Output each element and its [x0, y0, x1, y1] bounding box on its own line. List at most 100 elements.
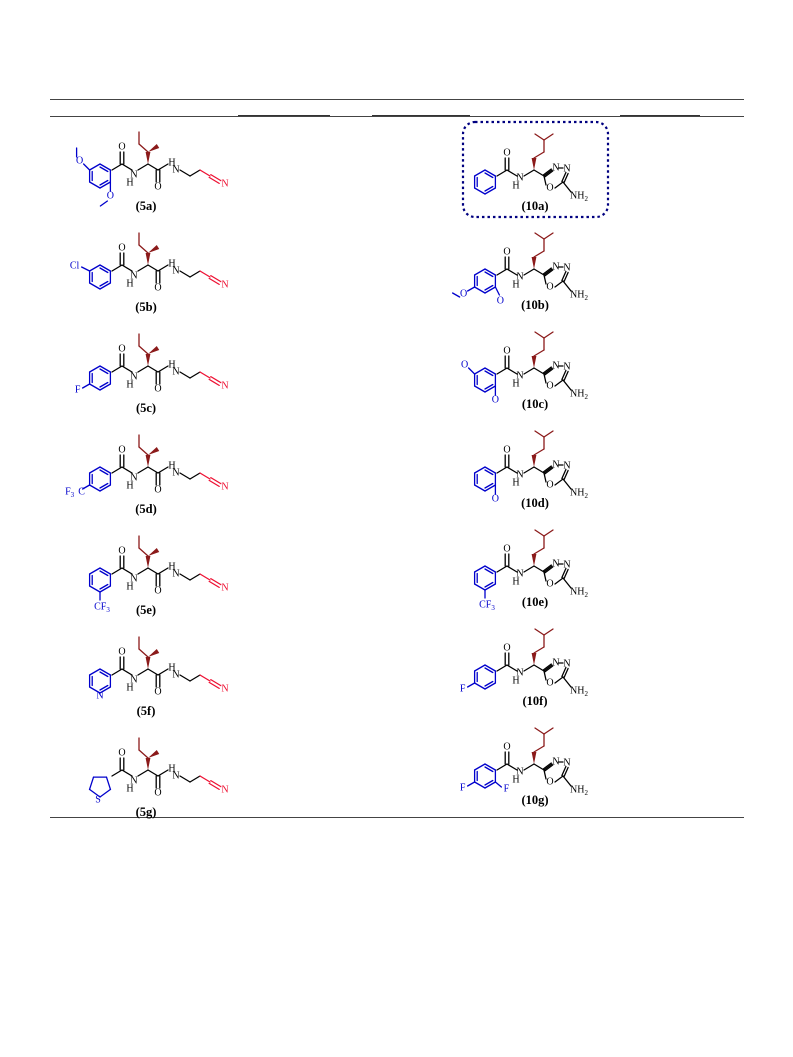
carbonyl-oxygen: O — [503, 147, 510, 158]
amide-hydrogen: H — [512, 675, 519, 686]
oxadiazole-oxygen: O — [546, 281, 553, 292]
amide-hydrogen: H — [126, 177, 133, 188]
oxadiazole-nitrogen: N — [563, 262, 570, 273]
amide-hydrogen: H — [126, 783, 133, 794]
amide-hydrogen: H — [168, 561, 175, 572]
sulfur-atom: S — [95, 794, 101, 805]
amide-nitrogen: N — [516, 667, 523, 678]
amide-nitrogen: N — [172, 467, 179, 478]
nitrile-nitrogen: N — [221, 380, 228, 391]
atom-subscript: 2 — [584, 393, 588, 401]
atom-subscript: 2 — [584, 789, 588, 797]
amide-nitrogen: N — [130, 371, 137, 382]
methoxy-oxygen: O — [492, 493, 499, 504]
amide-nitrogen: N — [130, 775, 137, 786]
oxadiazole-nitrogen: N — [552, 459, 559, 470]
amide-hydrogen: H — [512, 576, 519, 587]
carbonyl-oxygen: O — [118, 747, 125, 758]
carbonyl-oxygen: O — [154, 787, 161, 798]
oxadiazole-nitrogen: N — [563, 757, 570, 768]
oxadiazole-oxygen: O — [546, 182, 553, 193]
compound-label: (10g) — [521, 793, 548, 807]
amide-nitrogen: N — [172, 366, 179, 377]
amide-nitrogen: N — [130, 573, 137, 584]
atom-subscript: 3 — [71, 491, 75, 499]
trifluoromethyl-substituent: CF3 — [94, 601, 110, 613]
carbonyl-oxygen: O — [154, 383, 161, 394]
oxadiazole-oxygen: O — [546, 578, 553, 589]
amide-nitrogen: N — [516, 370, 523, 381]
carbonyl-oxygen: O — [154, 484, 161, 495]
amide-nitrogen: N — [172, 669, 179, 680]
fluoro-substituent: F — [460, 782, 466, 793]
amide-hydrogen: H — [512, 180, 519, 191]
nitrile-nitrogen: N — [221, 582, 228, 593]
oxadiazole-nitrogen: N — [563, 163, 570, 174]
compound-label: (10b) — [521, 298, 549, 312]
compound-label: (10e) — [522, 595, 548, 609]
nitrile-nitrogen: N — [221, 683, 228, 694]
compound-label: (10a) — [521, 199, 548, 213]
oxadiazole-nitrogen: N — [563, 460, 570, 471]
oxadiazole-nitrogen: N — [552, 756, 559, 767]
oxadiazole-nitrogen: N — [552, 558, 559, 569]
carbonyl-oxygen: O — [503, 543, 510, 554]
amino-group: NH2 — [570, 487, 588, 499]
highlight-frame — [461, 120, 610, 219]
trifluoromethyl-substituent: CF3 — [479, 599, 495, 611]
amide-nitrogen: N — [516, 568, 523, 579]
nitrile-nitrogen: N — [221, 481, 228, 492]
compound-label: (10d) — [521, 496, 549, 510]
amide-nitrogen: N — [516, 172, 523, 183]
amino-group: NH2 — [570, 388, 588, 400]
amino-group: NH2 — [570, 784, 588, 796]
compound-label: (5f) — [137, 704, 156, 718]
atom-subscript: 2 — [584, 492, 588, 500]
compound-label: (5d) — [135, 502, 157, 516]
table-bottom-rule — [50, 817, 744, 818]
amide-hydrogen: H — [126, 682, 133, 693]
methoxy-oxygen: O — [460, 288, 467, 299]
oxadiazole-nitrogen: N — [552, 261, 559, 272]
nitrile-nitrogen: N — [221, 178, 228, 189]
carbonyl-oxygen: O — [118, 343, 125, 354]
carbonyl-oxygen: O — [118, 545, 125, 556]
compound-label: (5a) — [136, 199, 157, 213]
amide-hydrogen: H — [126, 581, 133, 592]
amide-hydrogen: H — [512, 477, 519, 488]
amide-hydrogen: H — [512, 774, 519, 785]
carbonyl-oxygen: O — [154, 686, 161, 697]
amide-nitrogen: N — [172, 568, 179, 579]
carbonyl-oxygen: O — [503, 444, 510, 455]
amide-nitrogen: N — [130, 270, 137, 281]
amino-group: NH2 — [570, 685, 588, 697]
oxadiazole-nitrogen: N — [552, 360, 559, 371]
compound-label: (10c) — [522, 397, 548, 411]
oxadiazole-oxygen: O — [546, 677, 553, 688]
amide-hydrogen: H — [168, 763, 175, 774]
methoxy-oxygen: O — [497, 295, 504, 306]
oxadiazole-nitrogen: N — [552, 162, 559, 173]
compound-label: (5e) — [136, 603, 156, 617]
amide-nitrogen: N — [172, 265, 179, 276]
compound-label: (5c) — [136, 401, 156, 415]
atom-subscript: 2 — [584, 195, 588, 203]
amide-hydrogen: H — [168, 662, 175, 673]
fluoro-substituent: F — [504, 783, 510, 794]
fluoro-substituent: F — [460, 683, 466, 694]
carbonyl-oxygen: O — [118, 242, 125, 253]
amide-hydrogen: H — [168, 258, 175, 269]
carbonyl-oxygen: O — [118, 141, 125, 152]
oxadiazole-nitrogen: N — [563, 361, 570, 372]
oxadiazole-nitrogen: N — [552, 657, 559, 668]
carbonyl-oxygen: O — [154, 585, 161, 596]
